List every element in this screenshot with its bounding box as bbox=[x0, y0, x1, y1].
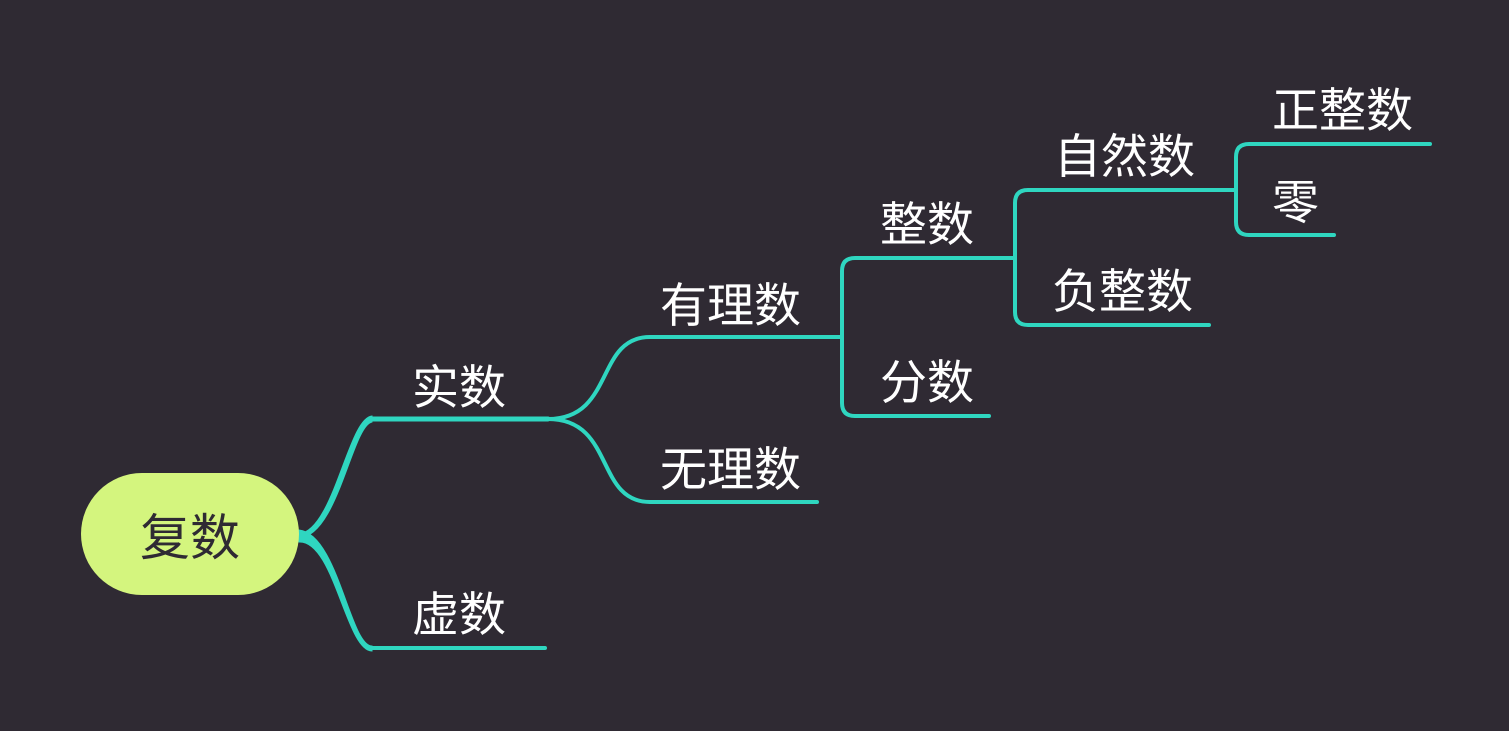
branch-rational-fraction bbox=[840, 335, 991, 418]
topic-integer[interactable]: 整数 bbox=[880, 198, 974, 253]
topic-rational-number[interactable]: 有理数 bbox=[660, 279, 801, 334]
topic-zero[interactable]: 零 bbox=[1272, 176, 1319, 231]
topic-real-number[interactable]: 实数 bbox=[412, 361, 506, 416]
topic-fraction[interactable]: 分数 bbox=[880, 356, 974, 411]
root-node-label: 复数 bbox=[140, 509, 240, 567]
branch-integer-negative bbox=[1013, 256, 1211, 327]
branch-real-irrational bbox=[546, 417, 819, 504]
branch-root-imaginary bbox=[298, 529, 373, 652]
topic-positive-integer[interactable]: 正整数 bbox=[1272, 84, 1413, 139]
branch-integer-natural bbox=[1010, 188, 1236, 260]
branch-root-real bbox=[298, 415, 373, 539]
root-node-complex-number[interactable]: 复数 bbox=[81, 473, 299, 595]
topic-negative-integer[interactable]: 负整数 bbox=[1052, 265, 1193, 320]
topic-natural-number[interactable]: 自然数 bbox=[1054, 130, 1195, 185]
branch-rational-integer bbox=[836, 256, 1014, 339]
branch-natural-positive bbox=[1232, 142, 1432, 192]
topic-imaginary-number[interactable]: 虚数 bbox=[412, 588, 506, 643]
branch-real-rational bbox=[546, 335, 840, 421]
branch-natural-zero bbox=[1234, 188, 1336, 237]
topic-irrational-number[interactable]: 无理数 bbox=[660, 443, 801, 498]
